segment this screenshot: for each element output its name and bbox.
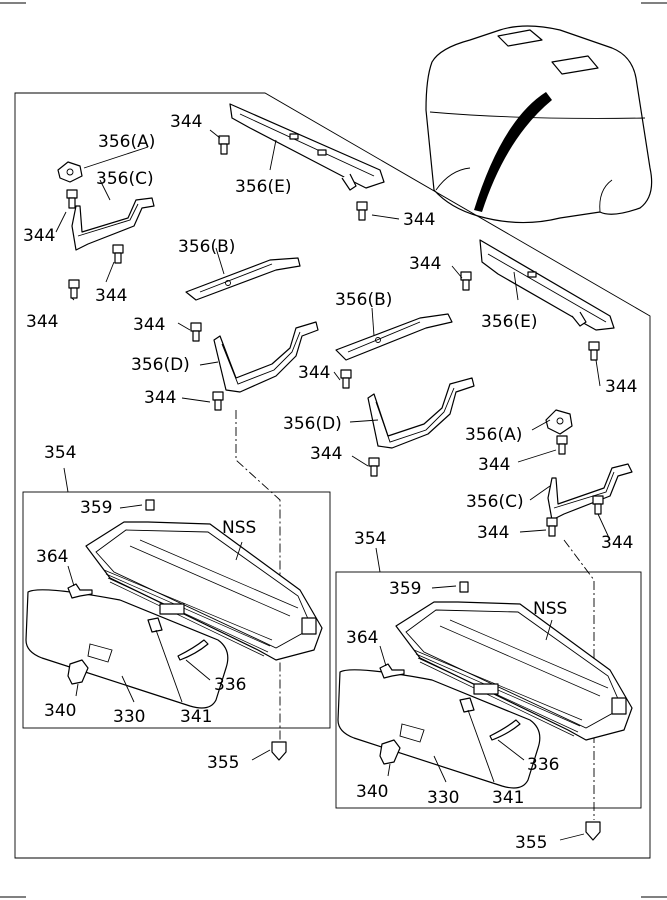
label-341-right: 341 [492,788,524,808]
label-344-upper-4: 344 [95,286,127,306]
label-356b-left: 356(B) [178,237,235,257]
label-355-right: 355 [515,833,547,853]
label-356b-right: 356(B) [335,290,392,310]
label-356e-upper: 356(E) [235,177,291,197]
label-354-left: 354 [44,443,76,463]
bracket-356c-right [547,463,633,521]
label-nss-left: NSS [222,518,256,538]
label-340-right: 340 [356,782,388,802]
label-336-right: 336 [527,755,559,775]
bolts-344 [66,135,604,537]
glove-box-right [337,581,633,841]
part-labels: 356(A) 344 356(C) 356(E) 344 344 356(B) … [23,112,637,853]
label-364-right: 364 [346,628,378,648]
label-355-left: 355 [207,753,239,773]
label-356c-upper: 356(C) [96,169,154,189]
label-356c-right: 356(C) [466,492,524,512]
label-341-left: 341 [180,707,212,727]
label-340-left: 340 [44,701,76,721]
bracket-356e-right [479,239,615,331]
glove-box-assembly-right-frame [335,571,642,809]
vehicle-body-locator [425,25,653,224]
label-344-mid-1: 344 [298,363,330,383]
leader-lines-left-box [63,467,271,761]
bracket-356a-right [545,409,573,435]
label-344-upper-2: 344 [23,226,55,246]
leader-lines-right-box [375,547,585,841]
fastening-lines [235,410,595,820]
label-359-left: 359 [80,498,112,518]
label-344-right-5: 344 [601,533,633,553]
label-330-left: 330 [113,707,145,727]
bracket-356d-left [213,321,319,393]
label-344-right-4: 344 [477,523,509,543]
label-344-right-2: 344 [605,377,637,397]
label-336-left: 336 [214,675,246,695]
label-330-right: 330 [427,788,459,808]
label-356a-upper: 356(A) [98,132,155,152]
label-364-left: 364 [36,547,68,567]
label-344-left-7: 344 [144,388,176,408]
assembly-frame [14,92,651,859]
label-nss-right: NSS [533,599,567,619]
label-359-right: 359 [389,579,421,599]
label-356a-right: 356(A) [465,425,522,445]
bracket-356c-upper [71,197,155,251]
label-356d-right: 356(D) [283,414,342,434]
label-344-right-3: 344 [478,455,510,475]
label-344-upper-3: 344 [403,210,435,230]
label-344-upper-1: 344 [170,112,202,132]
label-344-upper-5: 344 [26,312,58,332]
bracket-356b-right [335,313,453,361]
bracket-356b-left [185,257,301,301]
glove-box-left [25,499,323,761]
glove-box-assembly-left-frame [22,491,331,729]
bracket-356e-upper [229,103,385,191]
leader-lines-upper [55,129,611,541]
label-344-left-6: 344 [133,315,165,335]
bracket-356d-right [367,377,475,449]
label-354-right: 354 [354,529,386,549]
label-356e-right: 356(E) [481,312,537,332]
bracket-356a-upper [57,161,83,183]
label-344-mid-2: 344 [310,444,342,464]
label-344-right-1: 344 [409,254,441,274]
label-356d-left: 356(D) [131,355,190,375]
